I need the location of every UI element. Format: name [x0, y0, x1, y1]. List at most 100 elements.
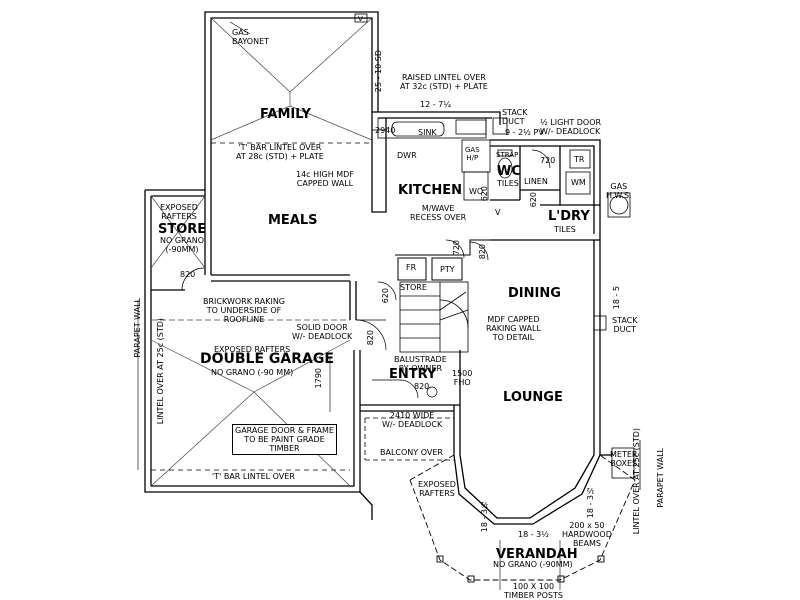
- dim-1790: 1790: [314, 368, 323, 389]
- dim-2940: 2940: [375, 126, 396, 135]
- note-stack-duct-right: STACK DUCT: [612, 316, 638, 334]
- ceiling-lines-store: [150, 195, 206, 269]
- room-kitchen: KITCHEN: [398, 183, 462, 198]
- door-swing-pantry: [445, 239, 465, 259]
- note-strap: STRAP: [496, 151, 519, 159]
- dim-820-store: 820: [180, 270, 196, 279]
- dim-720-pty: 720: [452, 240, 461, 256]
- wall-pantry-fridge: [395, 239, 490, 281]
- door-swing-store: [181, 267, 205, 291]
- room-meals: MEALS: [268, 213, 318, 228]
- room-dining: DINING: [508, 286, 561, 301]
- note-balustrade: BALUSTRADE BY OWNER: [394, 355, 447, 373]
- note-meter-boxes: METER BOXES: [610, 450, 638, 468]
- dim-620-wc: 620: [480, 186, 489, 202]
- wall-dining-lounge: [453, 239, 612, 525]
- note-light-door: ½ LIGHT DOOR W/- DEADLOCK: [540, 118, 602, 136]
- note-store-small: STORE: [400, 283, 427, 292]
- note-garage-no-grano: NO GRANO (-90 MM): [211, 368, 294, 377]
- room-wc: WC: [497, 164, 521, 179]
- note-solid-door: SOLID DOOR W/- DEADLOCK: [292, 323, 353, 341]
- stack-duct-box: [492, 117, 508, 135]
- note-brickwork-raking: BRICKWORK RAKING TO UNDERSIDE OF ROOFLIN…: [203, 297, 286, 324]
- note-gas-hp: GAS H/P: [465, 146, 480, 162]
- note-mdf-capped-wall: 14c HIGH MDF CAPPED WALL: [296, 170, 354, 188]
- dim-12-7q: 12 - 7¼: [420, 100, 451, 109]
- note-t-bar-lintel-meals: 'T' BAR LINTEL OVER AT 28c (STD) + PLATE: [236, 143, 324, 161]
- room-laundry: L'DRY: [548, 209, 590, 224]
- wall-garage: [144, 281, 361, 493]
- dim-620-store: 620: [381, 288, 390, 304]
- note-fho: 1500 FHO: [452, 369, 473, 387]
- bayonet-marker: [354, 13, 368, 23]
- note-t-bar-lintel-garage: 'T' BAR LINTEL OVER: [212, 472, 295, 481]
- note-lintel-over-right: LINTEL OVER AT 25c (STD): [632, 428, 641, 535]
- note-garage-door-frame: GARAGE DOOR & FRAME TO BE PAINT GRADE TI…: [232, 424, 337, 455]
- dim-25-10-sd: 25 - 10 SD: [374, 50, 383, 93]
- note-wo: WO: [469, 187, 484, 196]
- entry-doors: [399, 379, 438, 399]
- note-door-2410: 2410 WIDE W/- DEADLOCK: [382, 411, 443, 429]
- note-parapet-wall-right: PARAPET WALL: [656, 448, 665, 508]
- note-timber-posts: 100 X 100 TIMBER POSTS: [504, 582, 563, 600]
- dim-18-3h-left: 18 - 3½: [480, 500, 489, 533]
- note-dwr: DWR: [397, 151, 417, 160]
- dim-820-dining: 820: [478, 244, 487, 260]
- dim-18-3h-right: 18 - 3½: [586, 486, 595, 519]
- dim-720-linen: 720: [540, 156, 556, 165]
- room-lounge: LOUNGE: [503, 390, 563, 405]
- balcony-area: [364, 417, 454, 461]
- note-verandah-no-grano: NO GRANO (-90MM): [493, 560, 573, 569]
- note-linen: LINEN: [524, 177, 548, 186]
- wall-wet-areas: [490, 139, 601, 241]
- note-balcony-over: BALCONY OVER: [380, 448, 443, 457]
- dim-18-5: 18 - 5: [612, 286, 621, 310]
- note-wc-tiles: TILES: [497, 179, 519, 188]
- door-swing-dining: [469, 241, 489, 261]
- door-swing-store-small: [377, 281, 397, 301]
- ceiling-lines-family: [210, 17, 373, 141]
- meter-boxes: [611, 440, 641, 490]
- bayonet-v: V: [358, 15, 363, 23]
- stairs: [399, 281, 469, 353]
- kitchen-bench: [377, 117, 491, 201]
- dim-18-3h-bottom: 18 - 3½: [518, 530, 549, 539]
- note-microwave: M/WAVE RECESS OVER: [410, 204, 467, 222]
- note-gas-bayonet: GAS BAYONET: [232, 28, 270, 46]
- note-pv: 9 - 2½ PV: [505, 128, 544, 137]
- dim-820-entry: 820: [414, 382, 430, 391]
- wall-store: [144, 189, 205, 291]
- door-swing-linen: [531, 149, 551, 169]
- room-entry: ENTRY: [389, 367, 437, 382]
- dim-620-laundry: 620: [529, 192, 538, 208]
- note-exposed-rafters-garage: EXPOSED RAFTERS: [214, 345, 291, 354]
- note-exposed-rafters-verandah: EXPOSED RAFTERS: [418, 480, 456, 498]
- room-store: STORE: [158, 222, 207, 237]
- door-swing-garage: [355, 319, 387, 351]
- note-stack-duct-top: STACK DUCT: [502, 108, 528, 126]
- note-parapet-wall-left: PARAPET WALL: [133, 298, 142, 358]
- verandah-outline: [409, 454, 636, 581]
- note-lintel-over-left: LINTEL OVER AT 25c (STD): [156, 318, 165, 425]
- note-mdf-capped-raking: MDF CAPPED RAKING WALL TO DETAIL: [486, 315, 541, 342]
- note-store-no-grano: NO GRANO (-90MM): [160, 236, 205, 254]
- note-pty: PTY: [440, 265, 455, 274]
- bayonet-leader: [229, 21, 251, 35]
- verandah-beam-leaders: [499, 540, 561, 590]
- wall-entry: [360, 379, 460, 412]
- note-exposed-rafters-store: EXPOSED RAFTERS: [160, 203, 198, 221]
- room-double-garage: DOUBLE GARAGE: [200, 351, 334, 367]
- room-family: FAMILY: [260, 107, 311, 122]
- note-v: V: [495, 208, 501, 217]
- wall-family-meals: [204, 11, 379, 282]
- dim-820-garage: 820: [366, 330, 375, 346]
- note-wm: WM: [571, 178, 586, 187]
- note-raised-lintel: RAISED LINTEL OVER AT 32c (STD) + PLATE: [400, 73, 488, 91]
- front-porch-walls: [359, 491, 373, 520]
- room-verandah: VERANDAH: [496, 547, 578, 562]
- laundry-fixtures: [565, 149, 631, 218]
- verandah-posts: [436, 555, 605, 583]
- stack-duct-right-box: [593, 315, 607, 331]
- note-gas-hws: GAS H.W.S.: [606, 182, 632, 200]
